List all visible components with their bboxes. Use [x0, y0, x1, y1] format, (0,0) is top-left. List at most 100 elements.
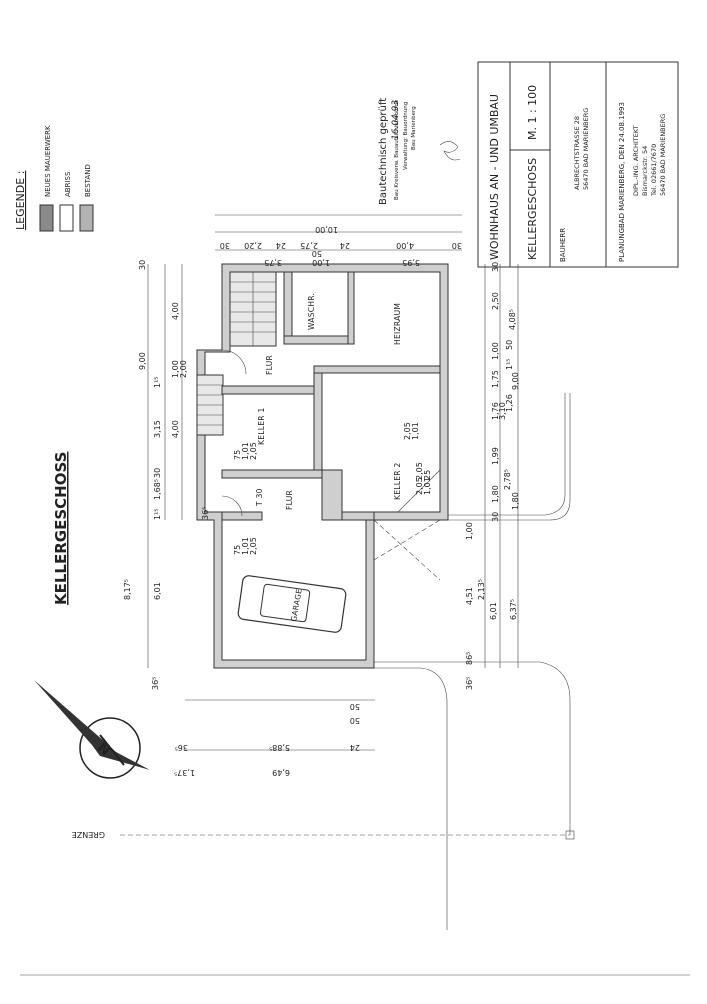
planning-place-date: BAD MARIENBERG, DEN 24.08.1993: [618, 102, 626, 228]
dim-right-1: 30: [491, 262, 500, 272]
planner-line-3: Tel. 02661/7670: [650, 144, 658, 197]
stamp-line1: Bau Kreisverw. Bauaufsichtsbehörde: [394, 99, 400, 200]
dim-bottom-6: 50: [350, 716, 360, 725]
dim-top-total: 10,00: [315, 225, 338, 234]
north-arrow-icon: N: [34, 680, 150, 779]
dim-left-3: 9,00: [138, 352, 147, 370]
dim-left-6: 1¹⁵: [153, 376, 162, 388]
property-boundary: [20, 393, 690, 976]
car-icon: [237, 575, 347, 633]
plan-scale: M. 1 : 100: [526, 85, 539, 140]
legend-title: LEGENDE :: [14, 171, 27, 230]
dim-right-17: 1,00: [465, 522, 474, 540]
sheet-title: KELLERGESCHOSS: [52, 452, 70, 605]
dim-right-11: 1,26: [505, 394, 514, 412]
plan-title: KELLERGESCHOSS: [526, 158, 539, 260]
dimension-lines: [147, 214, 519, 751]
dim-top-10: 50: [312, 249, 322, 258]
dim-top-4: 2,75: [300, 241, 318, 250]
dim-right-16: 30: [491, 512, 500, 522]
dim-top-1: 30: [452, 241, 462, 250]
title-block: WOHNHAUS AN - UND UMBAU KELLERGESCHOSS M…: [477, 61, 679, 268]
dim-left-15: 36⁵: [151, 677, 160, 690]
dim-open-5: 75: [233, 545, 242, 555]
wall-garage-top: [341, 511, 375, 521]
dim-right-12: 1,99: [491, 447, 500, 465]
planning-label: PLANUNG :: [618, 223, 626, 262]
stamp-date: 16.04.93: [391, 100, 401, 140]
dim-right-19: 2,13⁵: [477, 579, 486, 600]
stamp-title: Bautechnisch geprüft: [378, 98, 389, 205]
dim-right-2: 2,50: [491, 292, 500, 310]
client-address-1: ALBRECHTSTRASSE 28: [573, 116, 581, 190]
dim-top-9: 1,00: [312, 258, 330, 267]
dim-left-2: 4,00: [171, 302, 180, 320]
dim-right-3: 1,00: [491, 342, 500, 360]
wall-heizraum-left: [347, 271, 355, 345]
dim-right-13: 2,78⁵: [503, 469, 512, 490]
dim-open-7: 2,05: [403, 422, 412, 440]
dim-open-6: 1,01: [411, 422, 420, 440]
dim-bottom-3: 5,88⁵: [269, 743, 290, 752]
legend-label-existing: BESTAND: [84, 164, 92, 197]
dim-left-5: 2,00: [179, 360, 188, 378]
stamp-line2: Verwaltung: Bauordnung: [403, 102, 409, 170]
dim-open-3: 1,01: [241, 537, 250, 555]
legend-swatch-new-wall: [39, 204, 54, 232]
approval-stamp: Bautechnisch geprüft 16.04.93 Bau Kreisv…: [378, 98, 461, 205]
legend: LEGENDE : NEUES MAUERWERK ABRISS BESTAND: [14, 125, 94, 232]
dim-right-10: 3,10: [498, 402, 507, 420]
dim-bottom-5: 24: [350, 743, 360, 752]
dim-top-6: 2,20: [244, 241, 262, 250]
dim-right-5: 50: [505, 340, 514, 350]
dim-top-5: 24: [276, 241, 286, 250]
dim-top-3: 24: [340, 241, 350, 250]
project-title: WOHNHAUS AN - UND UMBAU: [488, 94, 501, 260]
client-label: BAUHERR: [559, 228, 567, 262]
dim-right-15: 1,80: [511, 492, 520, 510]
room-cellar-1: KELLER 1: [257, 407, 266, 445]
room-hall-top: FLUR: [265, 355, 274, 375]
dim-left-4: 1,00: [171, 360, 180, 378]
dim-left-12: 8,17⁵: [123, 579, 132, 600]
dim-open-2: 2,05: [249, 442, 258, 460]
client-address-2: 56470 BAD MARIENBERG: [582, 108, 590, 190]
legend-label-demolition: ABRISS: [64, 171, 72, 197]
dim-left-14: 36⁵: [201, 507, 210, 520]
dim-open-8: 75: [233, 450, 242, 460]
dim-bottom-7: 50: [350, 702, 360, 711]
dim-left-11: 1¹⁵: [153, 508, 162, 520]
stamp-line3: Bau Marienberg: [411, 106, 417, 150]
dim-right-18: 4,51: [465, 587, 474, 605]
dim-right-7: 1¹⁵: [505, 358, 514, 370]
legend-swatch-demolition: [59, 204, 74, 232]
outer-wall: [196, 263, 449, 669]
dim-right-8: 9,00: [511, 372, 520, 390]
planner-line-1: DIPL.-ING. ARCHITEKT: [632, 125, 640, 196]
dim-left-7: 3,15: [153, 420, 162, 438]
dim-right-21: 6,37⁵: [509, 599, 518, 620]
dim-right-20: 6,01: [489, 602, 498, 620]
planner-line-4: 56470 BAD MARIENBERG: [659, 114, 667, 196]
dim-top-7: 30: [220, 241, 230, 250]
dim-left-13: 6,01: [153, 582, 162, 600]
dim-bottom-1: 36⁵: [175, 743, 188, 752]
wall-waschr-left: [283, 271, 293, 341]
dim-open-9: 1,01: [423, 477, 432, 495]
dim-left-10: 1,68⁵: [153, 479, 162, 500]
wall-keller-divider: [313, 365, 323, 479]
boundary-label: GRENZE: [72, 830, 105, 839]
wall-keller1-top: [221, 385, 323, 395]
room-hall-bottom: FLUR: [285, 490, 294, 510]
room-boiler: HEIZRAUM: [393, 303, 402, 345]
dim-top-11: 3,75: [264, 258, 282, 267]
dim-right-22: 86⁵: [465, 652, 474, 665]
dim-right-14: 1,80: [491, 485, 500, 503]
room-washroom: WASCHR.: [307, 293, 316, 330]
dim-left-1: 30: [138, 260, 147, 270]
title-block-frame: [477, 61, 679, 268]
room-cellar-2: KELLER 2: [393, 462, 402, 500]
dim-left-8: 4,00: [171, 420, 180, 438]
dim-open-11: 25: [423, 470, 432, 480]
